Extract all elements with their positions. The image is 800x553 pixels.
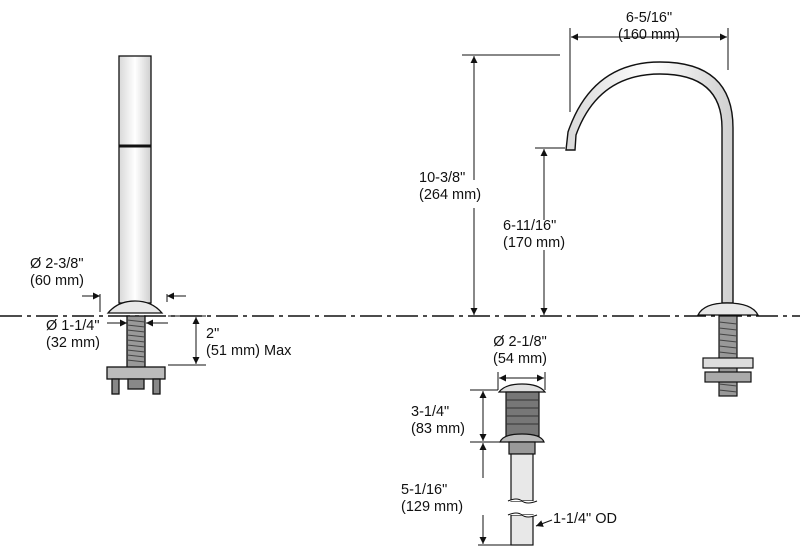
handle-base-escutcheon (106, 300, 164, 314)
spout-mounting-nut (702, 357, 754, 369)
drain-tailpiece-lower (510, 514, 534, 546)
spout-base-escutcheon (696, 302, 760, 316)
drain-tailpiece-upper (510, 453, 534, 502)
handle-lever (118, 55, 152, 304)
handle-shank-diameter-label: Ø 1-1/4" (32 mm) (46, 318, 100, 351)
drain-body-height-label: 3-1/4" (83 mm) (411, 404, 465, 437)
handle-base-diameter-label: Ø 2-3/8" (60 mm) (30, 256, 84, 289)
handle-assembly (106, 55, 166, 395)
drain-assembly (497, 383, 547, 546)
tailpiece-od-label: 1-1/4" OD (553, 511, 617, 527)
drain-body (505, 391, 540, 437)
handle-mounting-bracket (106, 366, 166, 380)
deck-thickness-label: 2" (51 mm) Max (206, 326, 292, 359)
drain-total-length-label: 5-1/16" (129 mm) (401, 482, 464, 515)
spout-clearance-label: 6-11/16" (170 mm) (503, 218, 566, 251)
drain-flange-diameter-label: Ø 2-1/8" (54 mm) (493, 334, 547, 367)
spout-dimension-lines (462, 28, 729, 315)
drain-dimension-lines (470, 372, 553, 546)
drain-flange-nut (499, 433, 545, 443)
spout-reach-label: 6-5/16" (160 mm) (617, 10, 681, 43)
handle-dimension-lines (82, 292, 206, 366)
spout-gooseneck (565, 61, 734, 304)
spout-assembly (565, 61, 760, 397)
spout-height-label: 10-3/8" (264 mm) (419, 170, 482, 203)
drain-stopper-cap (497, 383, 547, 393)
